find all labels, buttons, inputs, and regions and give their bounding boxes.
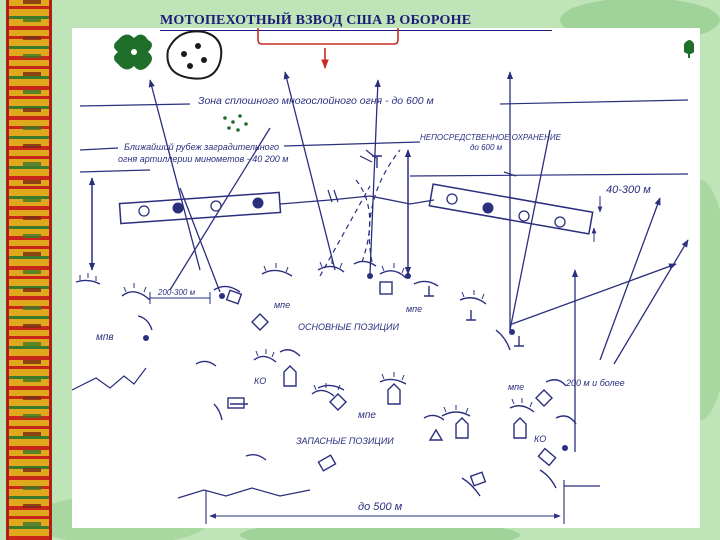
mpe-label-1: мпе (274, 300, 290, 310)
immediate-guard-label-2: до 600 м (470, 143, 503, 152)
immediate-guard-label-1: НЕПОСРЕДСТВЕННОЕ ОХРАНЕНИЕ (420, 133, 562, 142)
artillery-line-label-1: Ближайший рубеж заградительного (124, 142, 279, 152)
range-40-300-dimension (591, 196, 603, 242)
fire-zone-lines (79, 99, 689, 177)
title-underline (160, 30, 552, 31)
mpe-label-3: мпе (508, 382, 524, 392)
red-pointer-bracket (257, 28, 399, 69)
ko-label-2: КО (534, 434, 546, 444)
position-dots (143, 273, 568, 451)
fire-zone-label: Зона сплошного многослойного огня - до 6… (198, 95, 434, 107)
ko-label-1: КО (254, 376, 266, 386)
slide-title: МОТОПЕХОТНЫЙ ВЗВОД США В ОБОРОНЕ (160, 13, 472, 28)
range-200-300-label: 200-300 м (157, 288, 196, 297)
artillery-line-label-2: огня артиллерии минометов - 40 200 м (118, 154, 288, 164)
main-positions-label: ОСНОВНЫЕ ПОЗИЦИИ (298, 322, 399, 332)
dashed-fire-arrows (319, 149, 401, 277)
connecting-line (279, 195, 435, 205)
left-barrier-bar (118, 191, 282, 225)
weapon-symbols (230, 155, 524, 441)
range-500-label: до 500 м (358, 501, 403, 513)
right-barrier-bar (428, 183, 594, 235)
range-200-more-label: 200 м и более (565, 378, 625, 388)
range-200-300-dimension (149, 292, 211, 304)
mpe-label-2: мпе (406, 304, 422, 314)
foxhole-ticks (79, 259, 533, 414)
enemy-troops-symbol (166, 30, 223, 80)
decorative-ornament-strip (6, 0, 52, 540)
vehicle-symbols (225, 281, 557, 487)
range-500-dimension (205, 480, 565, 524)
reserve-positions-label: ЗАПАСНЫЕ ПОЗИЦИИ (296, 436, 394, 446)
mpe-label-4: мпе (358, 410, 376, 421)
enemy-area-symbol (114, 34, 152, 70)
foxhole-positions (75, 260, 577, 497)
mpv-label: мпв (96, 332, 114, 343)
tree-icon (684, 40, 694, 58)
small-green-marks (223, 114, 248, 132)
range-40-300-label: 40-300 м (606, 184, 651, 196)
terrain-contours (71, 367, 600, 499)
